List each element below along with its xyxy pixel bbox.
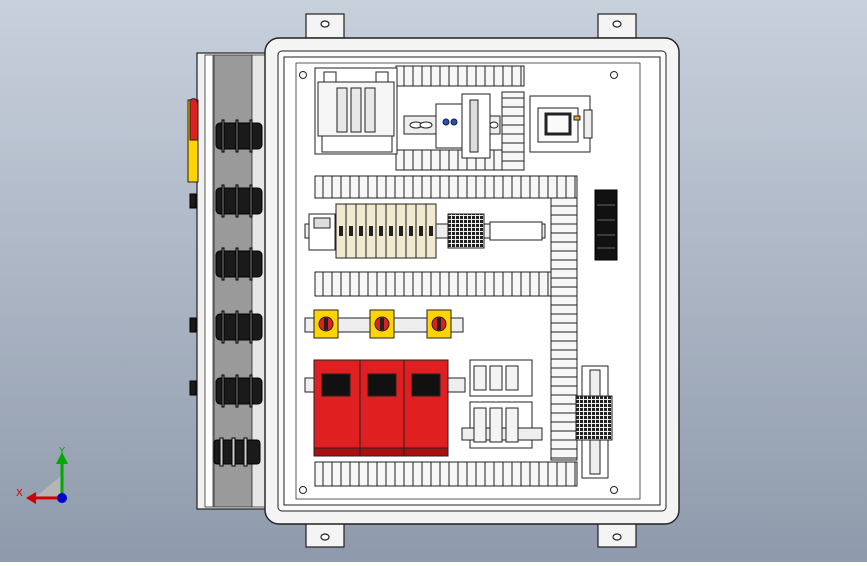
din-rail-row-4 — [304, 359, 466, 457]
cable-gland-small — [213, 437, 261, 467]
rotary-switch[interactable] — [426, 309, 452, 339]
cable-gland — [215, 184, 263, 218]
wire-duct-bottom — [314, 461, 578, 487]
cable-gland — [215, 374, 263, 408]
motor-starter — [359, 359, 405, 457]
din-power-supply — [403, 93, 501, 159]
din-rail-row-2 — [304, 203, 546, 259]
motor-starter — [313, 359, 361, 457]
motor-starter — [403, 359, 449, 457]
cable-gland — [215, 310, 263, 344]
contactor-block — [461, 359, 543, 449]
coordinate-triad: Y X — [16, 446, 68, 504]
cable-gland — [215, 119, 263, 153]
vent-grille — [594, 189, 618, 261]
wire-duct-mid — [314, 271, 552, 297]
din-rail-vertical — [575, 365, 613, 479]
din-rail-row-3 — [304, 309, 464, 339]
mounting-tabs — [305, 13, 637, 548]
wire-duct-right — [550, 197, 578, 461]
main-disconnect-handle[interactable] — [187, 98, 199, 183]
triad-origin — [57, 493, 67, 503]
contactor-top-right — [529, 95, 593, 153]
rotary-switch[interactable] — [313, 309, 339, 339]
triad-y-label: Y — [58, 446, 66, 457]
cable-gland — [215, 247, 263, 281]
cable-glands — [189, 119, 263, 467]
rotary-switch[interactable] — [369, 309, 395, 339]
triad-x-label: X — [16, 488, 23, 499]
control-transformer — [314, 67, 398, 155]
